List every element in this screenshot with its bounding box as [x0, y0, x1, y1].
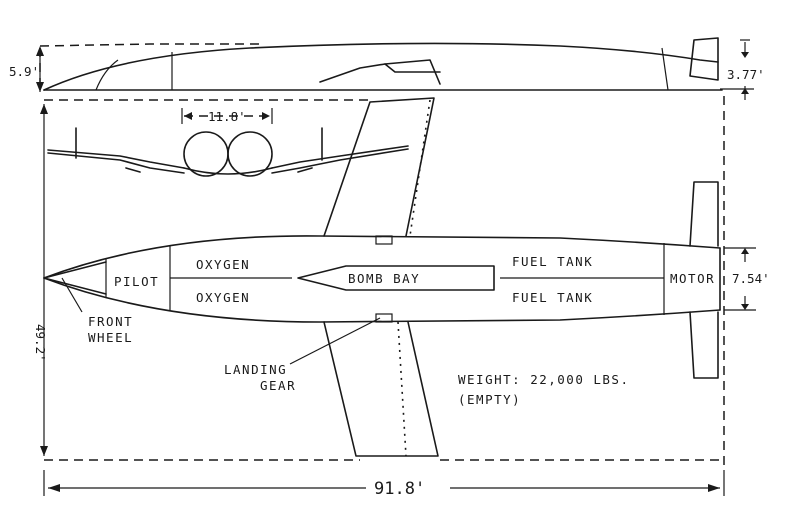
front-wheel-label-1: FRONT	[88, 314, 133, 329]
front-view: 11.8'	[47, 108, 409, 177]
bomb-bay-label: BOMB BAY	[348, 271, 420, 286]
front-wheel-label-2: WHEEL	[88, 330, 133, 345]
side-view: 5.9' 3.77'	[9, 37, 765, 100]
oxygen-bottom-label: OXYGEN	[196, 290, 250, 305]
landing-gear-label-2: GEAR	[260, 378, 296, 393]
overall-dimensions: 49.2' 91.8'	[33, 96, 725, 499]
oxygen-top-label: OXYGEN	[196, 257, 250, 272]
fuel-tank-bottom-label: FUEL TANK	[512, 290, 593, 305]
wingspan-label: 49.2'	[33, 324, 48, 362]
tail-height-label: 3.77'	[727, 67, 765, 82]
body-width-label: 7.54'	[732, 271, 770, 286]
front-width-label: 11.8'	[208, 109, 246, 124]
length-label: 91.8'	[374, 479, 425, 499]
fuel-tank-top-label: FUEL TANK	[512, 254, 593, 269]
weight-label: WEIGHT: 22,000 LBS.	[458, 372, 630, 387]
side-height-label: 5.9'	[9, 64, 39, 79]
pilot-label: PILOT	[114, 274, 159, 289]
motor-label: MOTOR	[670, 271, 715, 286]
weight-note-label: (EMPTY)	[458, 392, 521, 407]
plan-view: PILOT OXYGEN OXYGEN BOMB BAY FUEL TANK F…	[43, 97, 770, 457]
landing-gear-label-1: LANDING	[224, 362, 287, 377]
